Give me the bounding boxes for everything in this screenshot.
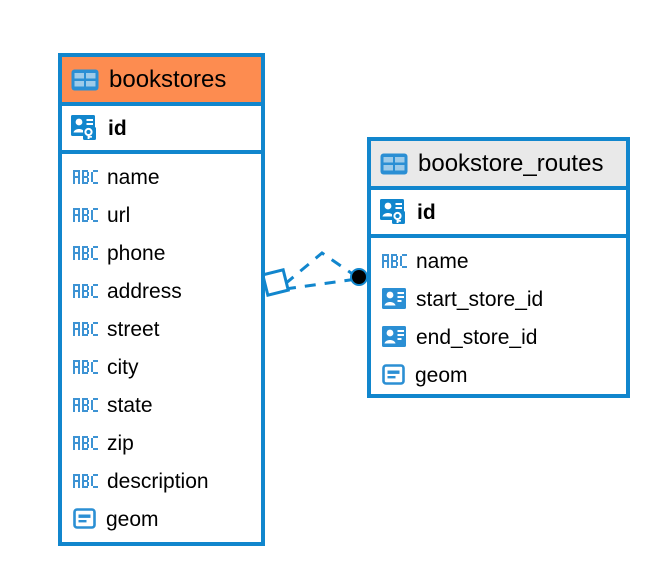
field-row[interactable]: address [62,272,261,310]
field-label: url [107,203,131,227]
field-label: start_store_id [416,287,544,311]
field-row[interactable]: start_store_id [371,280,626,318]
field-label: id [108,116,127,140]
field-label: name [416,249,469,273]
entity-header-bookstore-routes[interactable]: bookstore_routes [371,141,626,190]
field-row[interactable]: end_store_id [371,318,626,356]
field-row[interactable]: state [62,386,261,424]
field-label: id [417,200,436,224]
field-label: zip [107,431,134,455]
field-row[interactable]: street [62,310,261,348]
field-row[interactable]: phone [62,234,261,272]
abc-text-icon [73,474,98,488]
table-icon [380,153,408,175]
abc-text-icon [73,246,98,260]
field-row[interactable]: zip [62,424,261,462]
abc-text-icon [73,284,98,298]
foreign-key-icon [382,288,407,310]
abc-text-icon [73,322,98,336]
field-row[interactable]: url [62,196,261,234]
abc-text-icon [73,436,98,450]
field-label: state [107,393,153,417]
entity-title: bookstore_routes [418,149,604,177]
field-row[interactable]: name [371,242,626,280]
field-row[interactable]: geom [62,500,261,538]
field-label: address [107,279,182,303]
circle-endpoint-icon [350,268,368,286]
field-label: name [107,165,160,189]
primary-key-row[interactable]: id [62,106,261,154]
field-label: city [107,355,139,379]
entity-table-bookstore-routes[interactable]: bookstore_routes id [367,137,630,398]
field-label: geom [415,363,468,387]
geometry-icon [382,364,406,386]
abc-text-icon [73,170,98,184]
relationship-line-lower [284,277,358,291]
field-row[interactable]: city [62,348,261,386]
field-label: phone [107,241,166,265]
abc-text-icon [73,208,98,222]
relationship-line-upper [284,251,358,286]
primary-key-icon [380,199,408,225]
abc-text-icon [73,360,98,374]
field-list: name start_store_id [371,238,626,394]
abc-text-icon [382,254,407,268]
field-row[interactable]: description [62,462,261,500]
entity-title: bookstores [109,65,227,93]
primary-key-icon [71,115,99,141]
field-label: description [107,469,209,493]
field-list: name u [62,154,261,538]
field-row[interactable]: geom [371,356,626,394]
foreign-key-icon [382,326,407,348]
field-label: geom [106,507,159,531]
diamond-endpoint-icon [260,267,291,298]
entity-header-bookstores[interactable]: bookstores [62,57,261,106]
field-row[interactable]: name [62,158,261,196]
table-icon [71,69,99,91]
abc-text-icon [73,398,98,412]
entity-table-bookstores[interactable]: bookstores id [58,53,265,546]
field-label: end_store_id [416,325,538,349]
geometry-icon [73,508,97,530]
primary-key-row[interactable]: id [371,190,626,238]
field-label: street [107,317,160,341]
